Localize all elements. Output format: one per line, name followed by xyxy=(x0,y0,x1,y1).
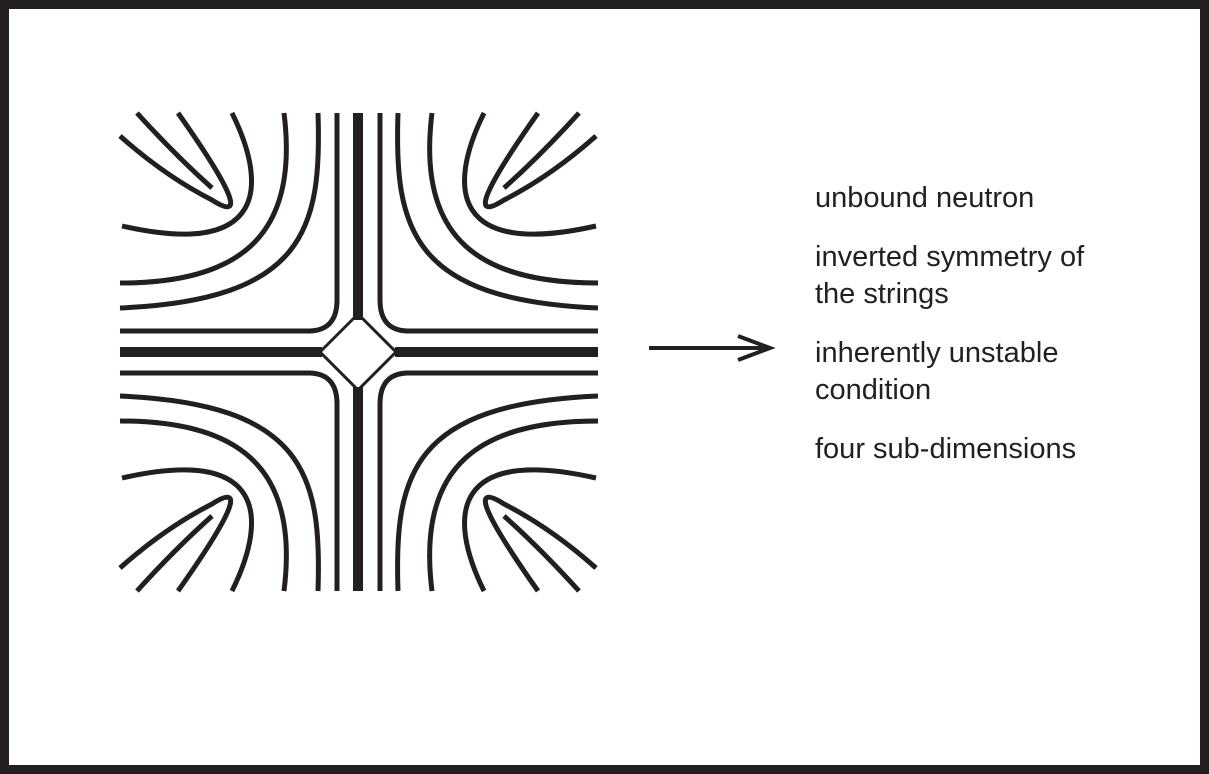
field-line-br-2 xyxy=(395,393,599,592)
field-line-tl-3 xyxy=(119,112,289,286)
hairpin-loop-tr xyxy=(482,111,598,210)
label-list: unbound neutron inverted symmetry of the… xyxy=(815,180,1185,490)
field-line-tr-2 xyxy=(395,112,599,311)
label-unbound-neutron: unbound neutron xyxy=(815,182,1035,214)
arrow-head xyxy=(737,334,776,362)
inner-corner-line-tr xyxy=(377,113,598,334)
inner-corner-line-tl xyxy=(120,113,340,334)
field-line-br-4 xyxy=(462,467,597,593)
field-line-bl-2 xyxy=(119,393,321,592)
field-line-tl-4 xyxy=(121,111,254,237)
hairpin-loop-br xyxy=(482,494,598,593)
central-node xyxy=(318,312,398,392)
inner-corner-line-bl xyxy=(120,370,340,591)
inner-corner-line-br xyxy=(377,370,598,591)
corner-line-tl xyxy=(135,111,214,190)
label-four-sub-dimensions: four sub-dimensions xyxy=(815,433,1077,465)
label-unstable-condition: inherently unstable condition xyxy=(815,337,1059,406)
corner-line-bl xyxy=(135,514,214,593)
label-inverted-symmetry: inverted symmetry of the strings xyxy=(815,241,1085,310)
hairpin-loop-bl xyxy=(118,494,234,593)
field-line-tr-4 xyxy=(462,111,597,237)
hairpin-loop-tl xyxy=(118,111,234,210)
field-line-tr-3 xyxy=(427,112,599,286)
corner-line-br xyxy=(502,514,581,593)
field-line-br-3 xyxy=(427,418,599,592)
field-line-bl-3 xyxy=(119,418,289,592)
field-line-tl-2 xyxy=(119,112,321,311)
field-lines xyxy=(118,111,599,593)
corner-line-tr xyxy=(502,111,581,190)
arrow xyxy=(649,334,776,362)
field-line-bl-4 xyxy=(121,467,254,593)
